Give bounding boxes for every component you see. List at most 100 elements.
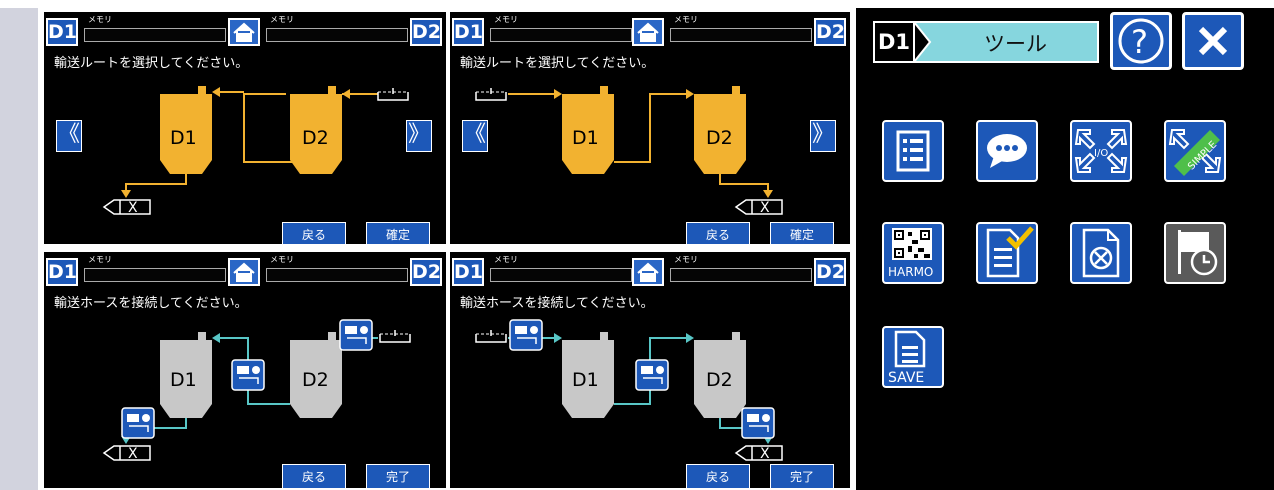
back-button[interactable]: 戻る xyxy=(686,464,750,488)
instruction-text: 輸送ルートを選択してください。 xyxy=(54,56,249,71)
d2-button[interactable]: D2 xyxy=(410,258,442,286)
d1-button[interactable]: D1 xyxy=(46,258,78,286)
tank-d1-label: D1 xyxy=(572,127,599,149)
home-button[interactable] xyxy=(632,18,664,46)
memo-label-2: メモリ xyxy=(270,255,294,264)
tank-d2-label: D2 xyxy=(302,127,329,149)
prev-route-button[interactable]: 《 xyxy=(462,120,488,152)
save-tool-button[interactable]: SAVE xyxy=(882,326,944,388)
route-pipe xyxy=(125,174,187,194)
doc-check-icon xyxy=(986,226,1034,278)
back-button[interactable]: 戻る xyxy=(282,464,346,488)
tank-d1[interactable] xyxy=(160,86,212,174)
memo-field-1[interactable] xyxy=(490,268,632,282)
title-banner xyxy=(911,21,1099,63)
home-button[interactable] xyxy=(632,258,664,286)
complete-button[interactable]: 完了 xyxy=(770,464,834,488)
memo-label-2: メモリ xyxy=(674,15,698,24)
next-route-button[interactable]: 》 xyxy=(810,120,836,152)
d1-button[interactable]: D1 xyxy=(452,258,484,286)
hose-arrowhead xyxy=(686,333,694,343)
home-icon xyxy=(233,22,255,42)
harmo-tool-button[interactable]: HARMO xyxy=(882,222,944,284)
d1-button[interactable]: D1 xyxy=(452,18,484,46)
memo-field-2[interactable] xyxy=(670,28,812,42)
d2-button[interactable]: D2 xyxy=(814,18,846,46)
d1-button[interactable]: D1 xyxy=(46,18,78,46)
schedule-tool-button[interactable] xyxy=(1164,222,1226,284)
hose-connector-icon[interactable] xyxy=(339,319,373,351)
confirm-button[interactable]: 確定 xyxy=(770,222,834,244)
prev-route-button[interactable]: 《 xyxy=(56,120,82,152)
memo-field-2[interactable] xyxy=(266,28,408,42)
simple-icon: SIMPLE xyxy=(1168,129,1222,176)
route-pipe xyxy=(614,93,686,163)
destination-nozzle xyxy=(102,445,151,461)
simple-mode-button[interactable]: SIMPLE xyxy=(1164,120,1226,182)
home-button[interactable] xyxy=(228,18,260,46)
source-container xyxy=(377,88,409,101)
next-route-button[interactable]: 》 xyxy=(406,120,432,152)
tools-header-graphic xyxy=(873,21,1099,63)
back-button[interactable]: 戻る xyxy=(282,222,346,244)
tank-d2-label: D2 xyxy=(302,369,329,391)
memo-field-1[interactable] xyxy=(490,28,632,42)
hose-connect-screen-2: D1 メモリ メモリ D2 輸送ホースを接続してください。 D1 D2 xyxy=(450,252,850,488)
hose-connector-icon[interactable] xyxy=(121,407,155,439)
memo-field-2[interactable] xyxy=(670,268,812,282)
d2-button[interactable]: D2 xyxy=(410,18,442,46)
tools-screen: D1 ツール ? I/O xyxy=(856,8,1274,490)
hose-connector-icon[interactable] xyxy=(635,359,669,391)
tank-d2 xyxy=(694,332,746,418)
tank-d1 xyxy=(160,332,212,418)
memo-label-2: メモリ xyxy=(674,255,698,264)
route-select-screen-2: D1 メモリ メモリ D2 輸送ルートを選択してください。 D1 D2 X xyxy=(450,12,850,244)
source-container xyxy=(475,88,507,101)
tools-title: ツール xyxy=(984,32,1047,56)
document-cancel-button[interactable] xyxy=(1070,222,1132,284)
destination-label: X xyxy=(128,200,138,216)
tank-d1[interactable] xyxy=(562,86,614,174)
complete-button[interactable]: 完了 xyxy=(366,464,430,488)
document-check-button[interactable] xyxy=(976,222,1038,284)
d2-button[interactable]: D2 xyxy=(814,258,846,286)
hose-connect-screen-1: D1 メモリ メモリ D2 輸送ホースを接続してください。 D1 D2 xyxy=(44,252,446,488)
close-button[interactable] xyxy=(1182,12,1244,70)
home-button[interactable] xyxy=(228,258,260,286)
destination-label: X xyxy=(760,200,770,216)
back-button[interactable]: 戻る xyxy=(686,222,750,244)
home-icon xyxy=(637,262,659,282)
source-container xyxy=(379,330,411,343)
hose-connector-icon[interactable] xyxy=(741,407,775,439)
help-button[interactable]: ? xyxy=(1110,12,1172,70)
tank-d2-label: D2 xyxy=(706,369,733,391)
memo-field-2[interactable] xyxy=(266,268,408,282)
question-icon: ? xyxy=(1118,18,1164,64)
route-arrowhead xyxy=(554,89,562,99)
memo-field-1[interactable] xyxy=(84,268,226,282)
instruction-text: 輸送ホースを接続してください。 xyxy=(460,296,654,311)
source-container xyxy=(475,330,507,343)
tank-d1-label: D1 xyxy=(170,127,197,149)
save-doc-icon: SAVE xyxy=(888,330,926,386)
doc-cancel-icon xyxy=(1082,228,1120,278)
destination-label: X xyxy=(128,446,138,462)
route-arrowhead xyxy=(212,87,220,97)
hose-connector-icon[interactable] xyxy=(231,359,265,391)
io-settings-button[interactable]: I/O xyxy=(1070,120,1132,182)
memo-field-1[interactable] xyxy=(84,28,226,42)
memo-label-1: メモリ xyxy=(88,15,112,24)
tank-d2[interactable] xyxy=(290,86,342,174)
message-tool-button[interactable] xyxy=(976,120,1038,182)
tank-d2-label: D2 xyxy=(706,127,733,149)
hose-connector-icon[interactable] xyxy=(509,319,543,351)
memo-label-1: メモリ xyxy=(494,255,518,264)
tank-d2[interactable] xyxy=(694,86,746,174)
confirm-button[interactable]: 確定 xyxy=(366,222,430,244)
left-margin-strip xyxy=(0,0,38,490)
tank-d1-label: D1 xyxy=(170,369,197,391)
list-tool-button[interactable] xyxy=(882,120,944,182)
device-indicator: D1 xyxy=(878,30,911,54)
list-icon xyxy=(896,130,930,172)
route-arrowhead xyxy=(342,89,350,99)
